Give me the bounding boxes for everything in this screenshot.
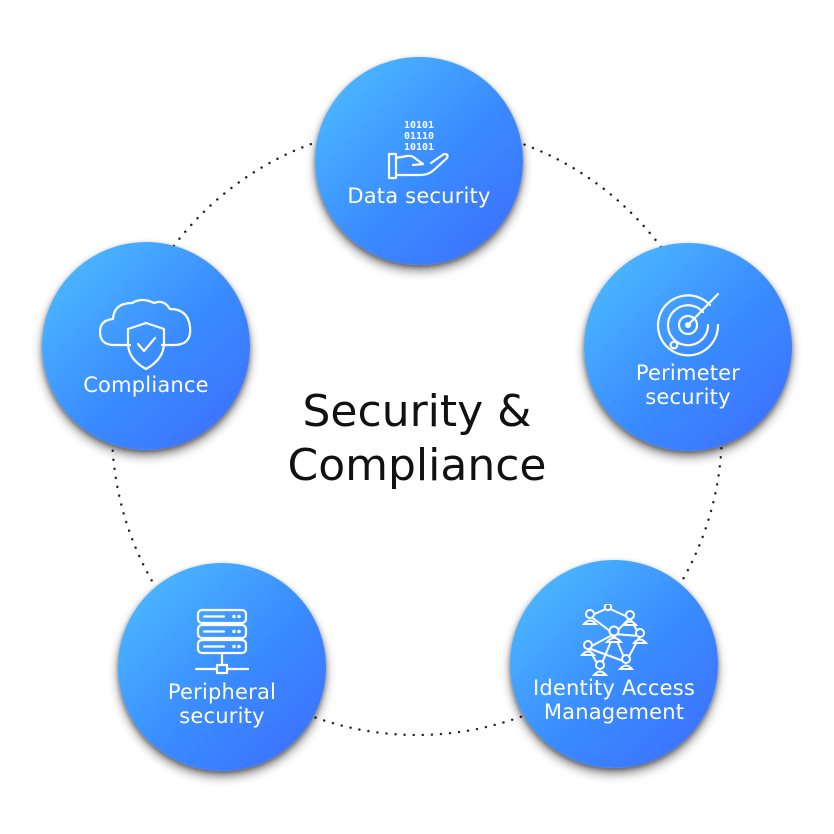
binary-hand-icon: 10101 01110 10101: [387, 120, 449, 180]
svg-text:10101: 10101: [404, 142, 434, 153]
svg-text:01110: 01110: [404, 131, 434, 142]
peripheral-label-line1: Peripheral: [167, 680, 277, 704]
peripheral-security-node[interactable]: Peripheral security: [118, 563, 326, 771]
identity-access-management-node[interactable]: Identity Access Management: [510, 560, 718, 768]
data-security-node[interactable]: 10101 01110 10101 Data security: [315, 57, 523, 265]
peripheral-label-line2: security: [179, 704, 265, 728]
perimeter-security-label: Perimeter security: [636, 361, 740, 409]
data-security-label: Data security: [347, 184, 491, 208]
perimeter-label-line1: Perimeter: [635, 361, 741, 385]
identity-label-line1: Identity Access: [532, 676, 696, 700]
identity-access-management-label: Identity Access Management: [533, 676, 695, 724]
perimeter-security-node[interactable]: Perimeter security: [584, 243, 792, 451]
server-network-icon: [194, 608, 250, 675]
title-line2: Compliance: [287, 440, 547, 491]
cloud-shield-icon: [98, 298, 192, 371]
peripheral-security-label: Peripheral security: [168, 680, 276, 728]
compliance-label: Compliance: [83, 373, 209, 397]
identity-label-line2: Management: [543, 700, 685, 724]
svg-text:10101: 10101: [404, 120, 434, 131]
radar-icon: [656, 292, 720, 357]
perimeter-label-line2: security: [645, 385, 731, 409]
network-people-icon: [579, 604, 649, 676]
diagram-title: Security & Compliance: [217, 385, 617, 493]
compliance-node[interactable]: Compliance: [42, 242, 250, 450]
title-line1: Security &: [302, 386, 532, 437]
